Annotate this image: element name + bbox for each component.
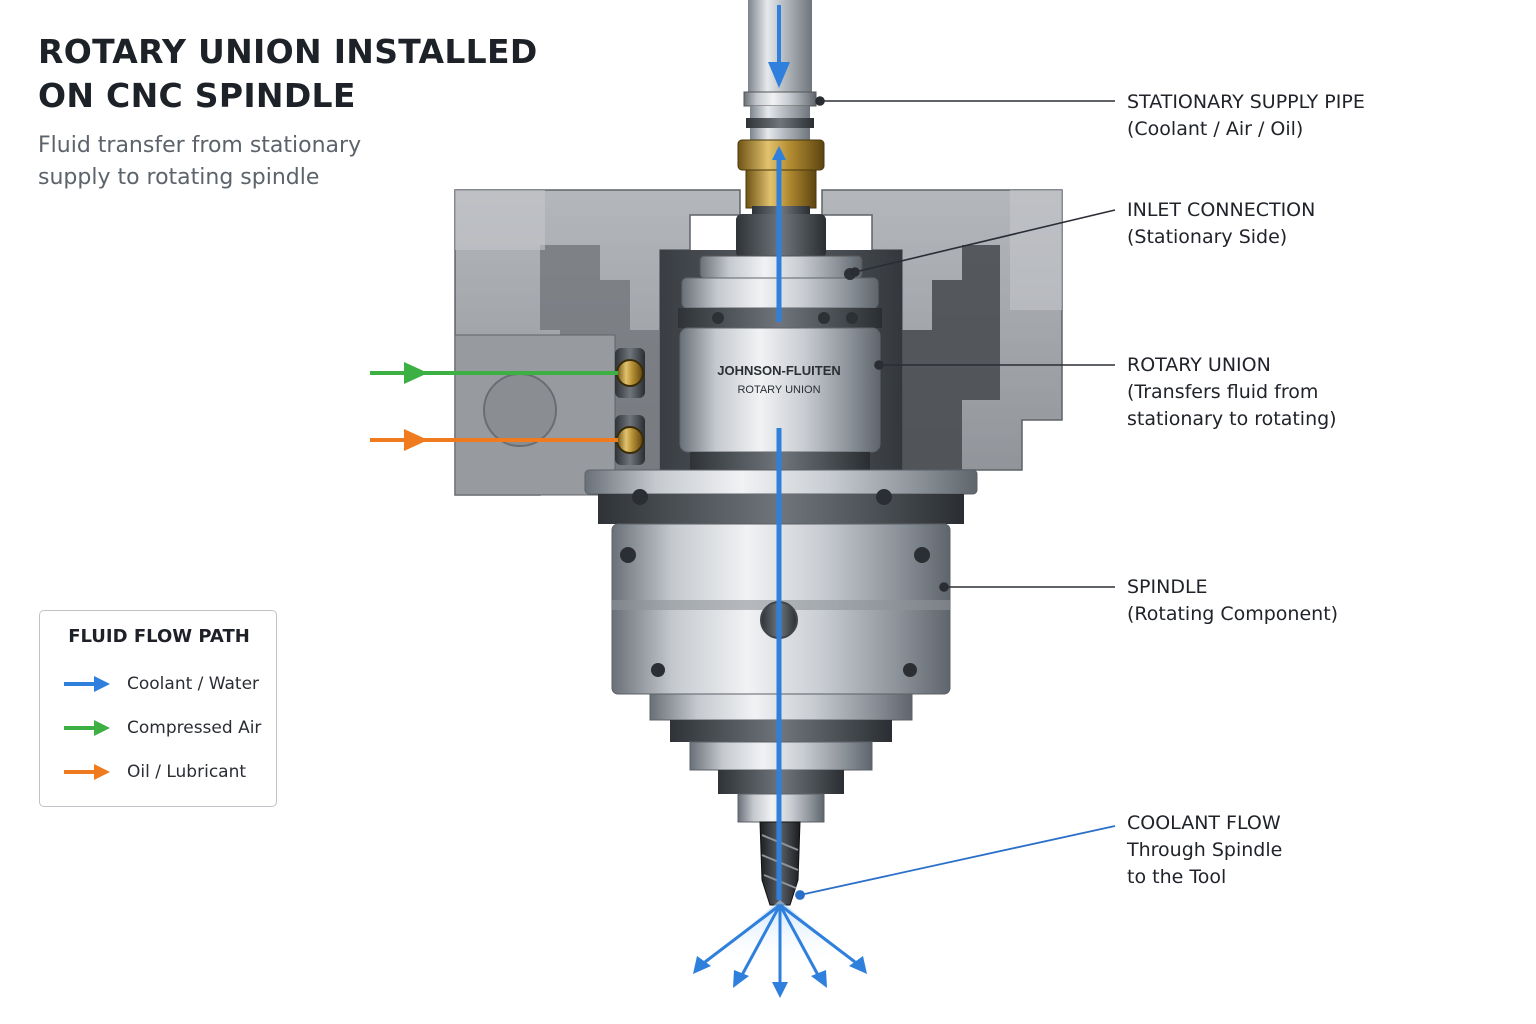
callout-inlet: INLET CONNECTION (Stationary Side) <box>1127 197 1527 251</box>
legend-label-air: Compressed Air <box>127 718 262 738</box>
callout-coolant-flow: COOLANT FLOW Through Spindle to the Tool <box>1127 810 1527 891</box>
device-model: ROTARY UNION <box>737 384 820 396</box>
title-line-2: ON CNC SPINDLE <box>38 76 356 115</box>
device-brand: JOHNSON-FLUITEN <box>717 363 841 378</box>
legend-item-oil: Oil / Lubricant <box>62 759 272 785</box>
coolant-spray <box>690 900 870 998</box>
fluid-flow-legend: FLUID FLOW PATH Coolant / Water Compress… <box>39 610 277 807</box>
air-inlet-arrow <box>370 362 618 384</box>
oil-inlet-arrow <box>370 429 618 451</box>
subtitle-line-2: supply to rotating spindle <box>38 165 320 190</box>
legend-label-oil: Oil / Lubricant <box>127 762 247 782</box>
callout-coolant-flow-detail-2: to the Tool <box>1127 866 1227 888</box>
callout-supply-pipe-detail: (Coolant / Air / Oil) <box>1127 118 1304 140</box>
legend-title: FLUID FLOW PATH <box>68 626 250 647</box>
callout-supply-pipe-title: STATIONARY SUPPLY PIPE <box>1127 91 1365 113</box>
callout-rotary-union-detail-2: stationary to rotating) <box>1127 408 1337 430</box>
coolant-channel <box>768 5 790 900</box>
legend-item-air: Compressed Air <box>62 715 272 741</box>
callout-spindle-title: SPINDLE <box>1127 576 1208 598</box>
callout-inlet-title: INLET CONNECTION <box>1127 199 1316 221</box>
callout-rotary-union-detail-1: (Transfers fluid from <box>1127 381 1319 403</box>
side-port-fittings <box>615 348 645 465</box>
legend-item-coolant: Coolant / Water <box>62 671 272 697</box>
callout-spindle-detail: (Rotating Component) <box>1127 603 1339 625</box>
callout-coolant-flow-detail-1: Through Spindle <box>1127 839 1283 861</box>
callout-inlet-detail: (Stationary Side) <box>1127 226 1288 248</box>
coolant-arrow-icon <box>64 676 110 692</box>
page-subtitle: Fluid transfer from stationary supply to… <box>38 130 458 194</box>
callout-spindle: SPINDLE (Rotating Component) <box>1127 574 1527 628</box>
page-title: ROTARY UNION INSTALLED ON CNC SPINDLE <box>38 30 558 118</box>
callout-coolant-flow-title: COOLANT FLOW <box>1127 812 1281 834</box>
callout-rotary-union-title: ROTARY UNION <box>1127 354 1271 376</box>
callout-rotary-union: ROTARY UNION (Transfers fluid from stati… <box>1127 352 1527 433</box>
oil-arrow-icon <box>64 764 110 780</box>
callout-leaders <box>815 96 1116 592</box>
callout-supply-pipe: STATIONARY SUPPLY PIPE (Coolant / Air / … <box>1127 89 1527 143</box>
air-arrow-icon <box>64 720 110 736</box>
title-line-1: ROTARY UNION INSTALLED <box>38 32 538 71</box>
legend-label-coolant: Coolant / Water <box>127 674 260 694</box>
subtitle-line-1: Fluid transfer from stationary <box>38 133 362 158</box>
coolant-flow-leader <box>795 825 1116 900</box>
